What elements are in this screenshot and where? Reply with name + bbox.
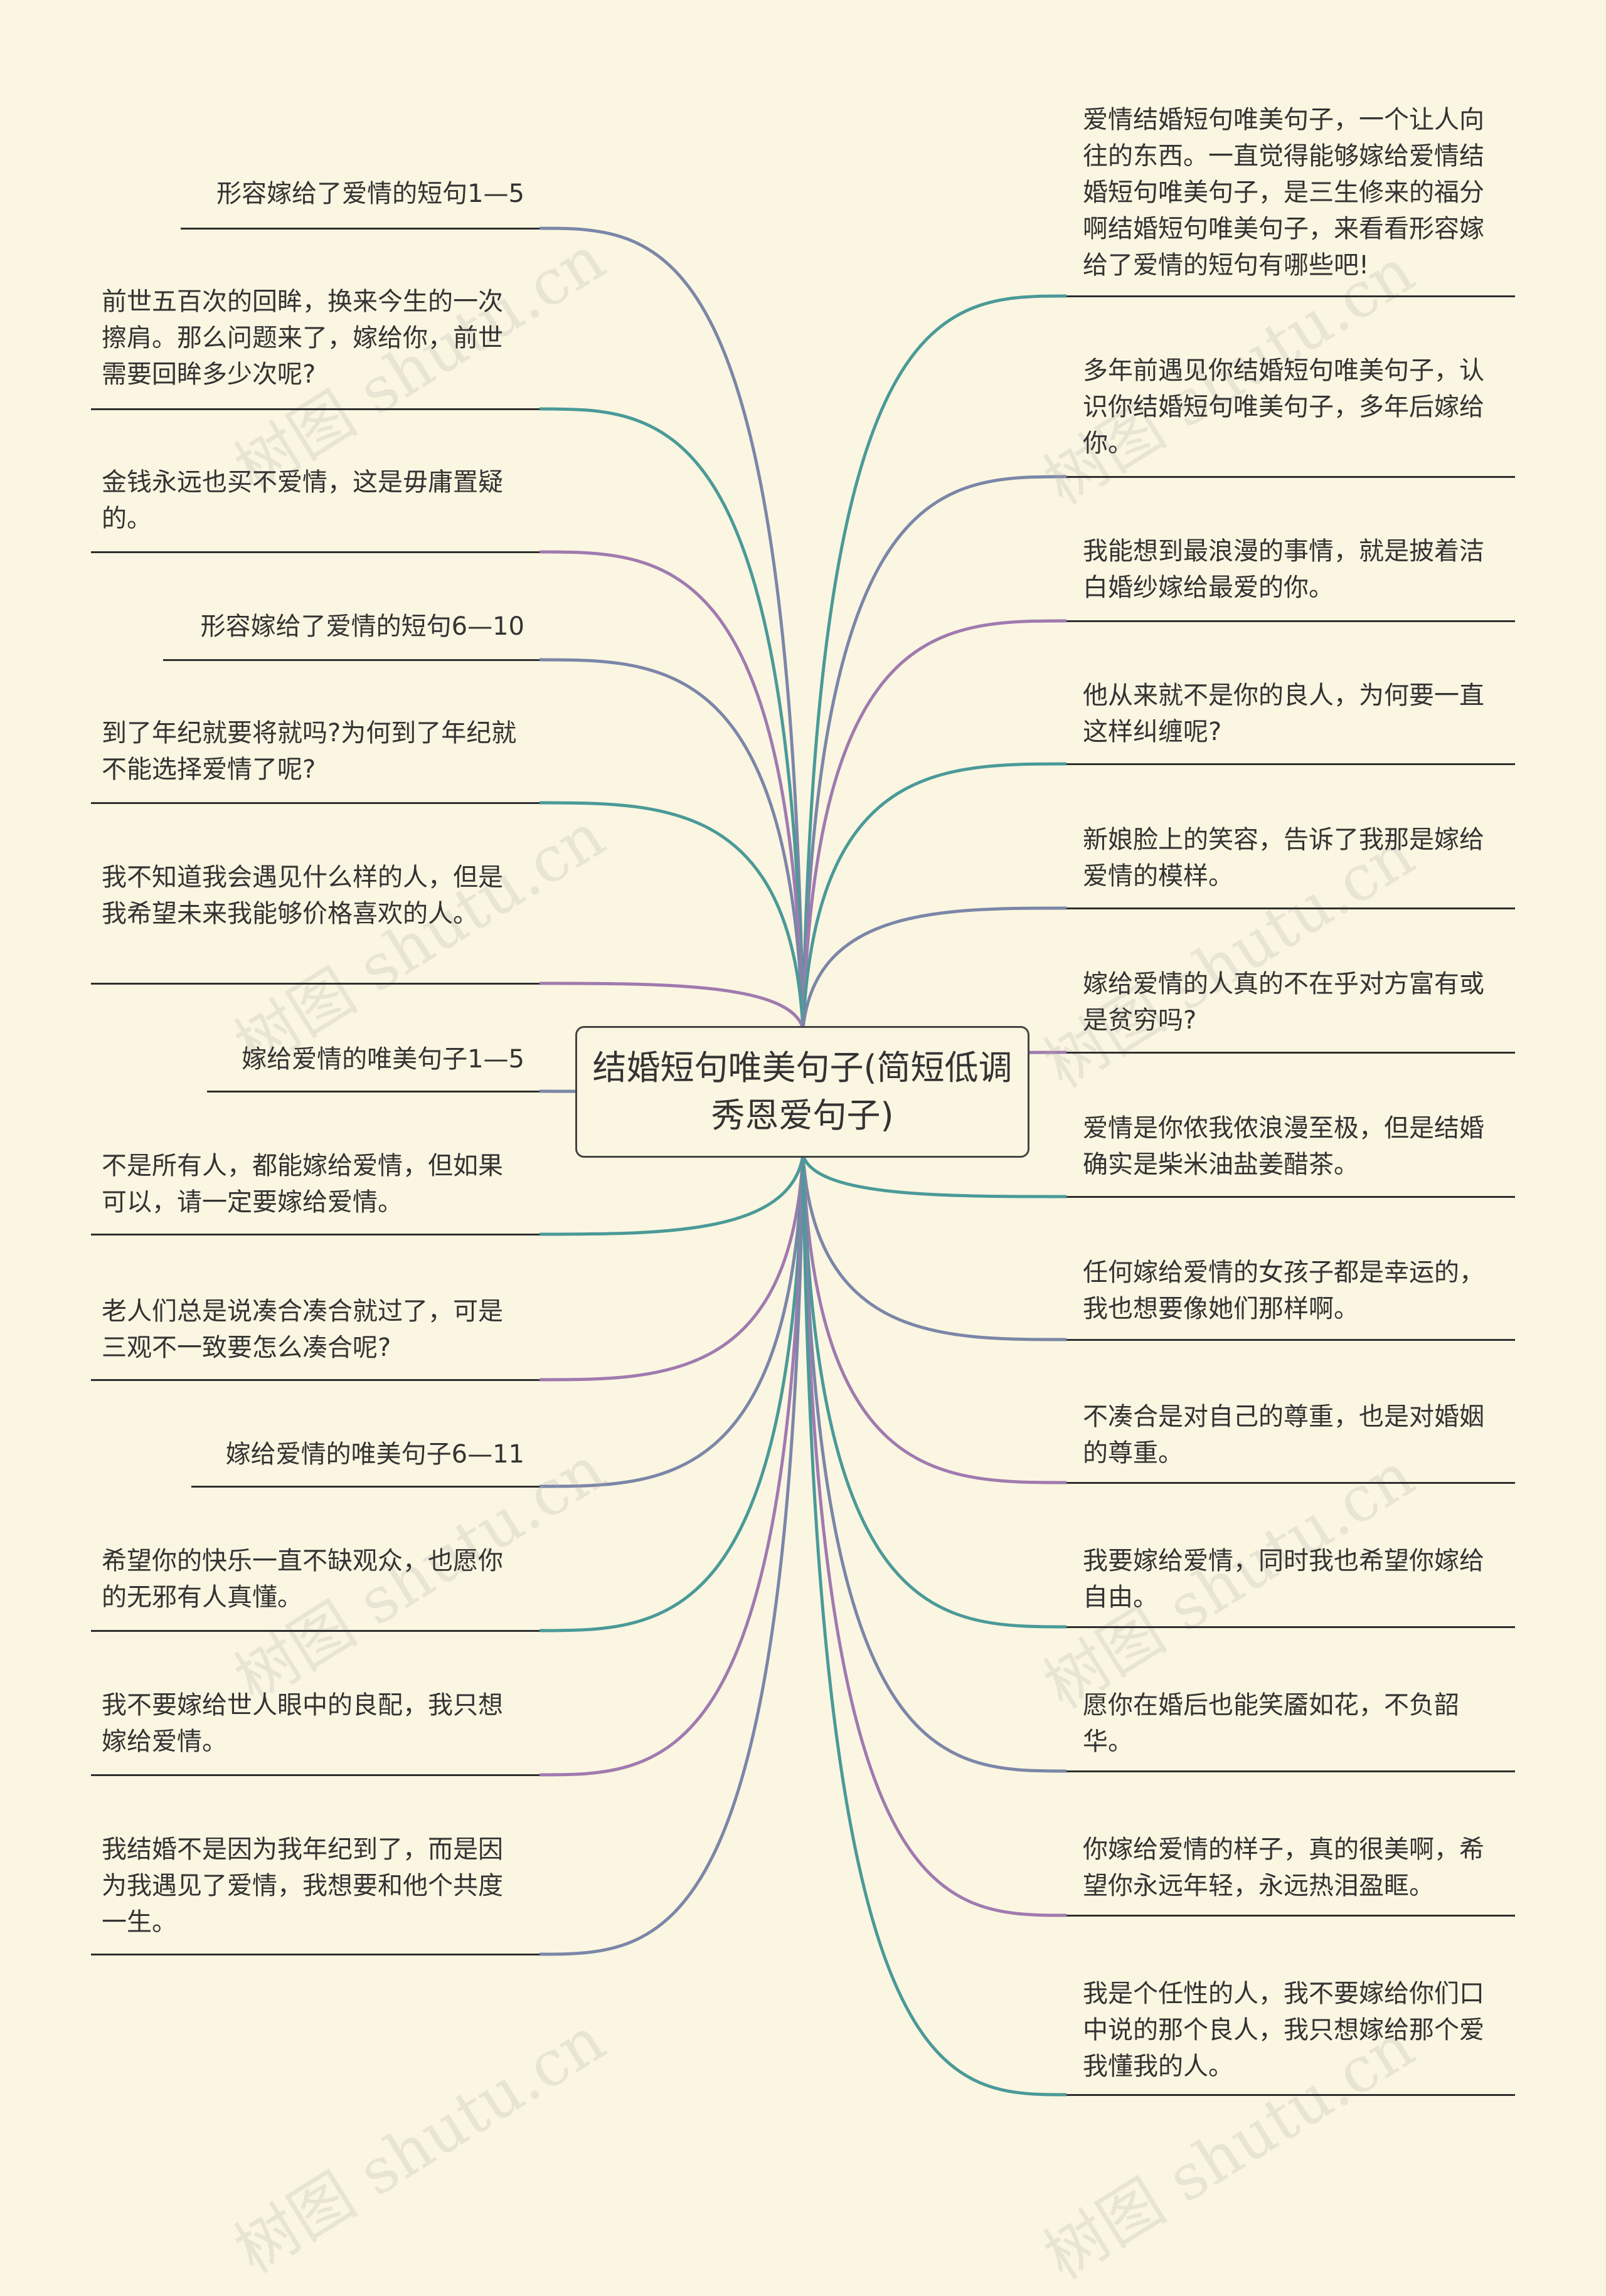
right-branch-underline: [1066, 1339, 1515, 1341]
left-branch-node-text[interactable]: 前世五百次的回眸，换来今生的一次擦肩。那么问题来了，嫁给你，前世需要回眸多少次呢…: [102, 287, 503, 389]
left-connector-line: [539, 550, 805, 1029]
left-branch-node-text[interactable]: 我不要嫁给世人眼中的良配，我只想嫁给爱情。: [102, 1691, 503, 1756]
left-connector-line: [539, 981, 805, 1029]
right-branch-node-text[interactable]: 爱情结婚短句唯美句子，一个让人向往的东西。一直觉得能够嫁给爱情结婚短句唯美句子，…: [1083, 105, 1484, 280]
left-connector-line: [539, 407, 805, 1029]
left-connector-line: [539, 1155, 805, 1632]
right-branch-node-text[interactable]: 我是个任性的人，我不要嫁给你们口中说的那个良人，我只想嫁给那个爱我懂我的人。: [1083, 1979, 1484, 2081]
left-connector-line: [539, 1155, 805, 1777]
right-connector-line: [801, 1155, 1067, 1341]
right-branch-underline: [1066, 2094, 1515, 2096]
left-branch-underline: [91, 1630, 540, 1632]
right-connector-line: [801, 1155, 1067, 1484]
right-connector-line: [801, 1155, 1067, 2097]
left-branch-node-text[interactable]: 嫁给爱情的唯美句子6—11: [225, 1440, 524, 1469]
right-connector-line: [801, 1155, 1067, 1773]
left-connector-line: [539, 1155, 805, 1382]
left-branch-underline: [91, 551, 540, 553]
left-branch-node-text[interactable]: 形容嫁给了爱情的短句1—5: [216, 179, 524, 208]
left-branch-node-text[interactable]: 希望你的快乐一直不缺观众，也愿你的无邪有人真懂。: [102, 1547, 503, 1612]
right-branch-node-text[interactable]: 多年前遇见你结婚短句唯美句子，认识你结婚短句唯美句子，多年后嫁给你。: [1083, 356, 1484, 458]
left-branch-underline: [91, 1379, 540, 1381]
right-branch-underline: [1066, 1915, 1515, 1917]
left-branch-node-text[interactable]: 不是所有人，都能嫁给爱情，但如果可以，请一定要嫁给爱情。: [102, 1151, 503, 1217]
right-connector-line: [801, 762, 1067, 1029]
right-branch-node-text[interactable]: 爱情是你侬我侬浪漫至极，但是结婚确实是柴米油盐姜醋茶。: [1083, 1114, 1484, 1179]
left-branch-underline: [91, 1954, 540, 1955]
left-branch-underline: [91, 1234, 540, 1235]
left-connector-line: [539, 801, 805, 1029]
left-branch-underline: [163, 659, 540, 661]
right-connector-line: [801, 906, 1067, 1029]
right-branch-underline: [1066, 763, 1515, 765]
right-connector-line: [801, 619, 1067, 1029]
left-branch-node-text[interactable]: 到了年纪就要将就吗?为何到了年纪就不能选择爱情了呢?: [102, 719, 517, 784]
left-branch-underline: [91, 1774, 540, 1776]
left-branch-underline: [91, 983, 540, 985]
right-branch-underline: [1066, 295, 1515, 297]
right-branch-node-text[interactable]: 他从来就不是你的良人，为何要一直这样纠缠呢?: [1083, 681, 1484, 746]
right-connector-line: [801, 1155, 1067, 1629]
right-branch-node-text[interactable]: 不凑合是对自己的尊重，也是对婚姻的尊重。: [1083, 1402, 1484, 1468]
right-branch-underline: [1066, 1196, 1515, 1198]
left-connector-line: [539, 658, 805, 1029]
right-branch-underline: [1066, 620, 1515, 622]
right-branch-underline: [1066, 1482, 1515, 1484]
left-branch-underline: [91, 408, 540, 410]
left-branch-node-text[interactable]: 我结婚不是因为我年纪到了，而是因为我遇见了爱情，我想要和他个共度一生。: [102, 1835, 503, 1937]
right-branch-underline: [1066, 1052, 1515, 1054]
right-branch-underline: [1066, 1626, 1515, 1628]
central-topic-node[interactable]: 结婚短句唯美句子(简短低调秀恩爱句子): [575, 1026, 1029, 1158]
left-branch-node-text[interactable]: 嫁给爱情的唯美句子1—5: [242, 1045, 524, 1074]
right-connector-line: [801, 294, 1067, 1029]
right-branch-node-text[interactable]: 新娘脸上的笑容，告诉了我那是嫁给爱情的模样。: [1083, 825, 1484, 891]
left-connector-line: [539, 226, 805, 1029]
right-branch-underline: [1066, 476, 1515, 478]
left-branch-underline: [91, 802, 540, 804]
left-branch-underline: [181, 228, 540, 230]
right-branch-node-text[interactable]: 嫁给爱情的人真的不在乎对方富有或是贫穷吗?: [1083, 970, 1484, 1035]
right-branch-underline: [1066, 1770, 1515, 1772]
connector-layer: [539, 226, 1067, 2097]
right-connector-line: [801, 1155, 1067, 1198]
right-connector-line: [801, 475, 1067, 1029]
left-branch-underline: [207, 1091, 540, 1092]
left-connector-line: [539, 1155, 805, 1236]
central-topic-text: 结婚短句唯美句子(简短低调秀恩爱句子): [592, 1048, 1013, 1135]
right-branch-node-text[interactable]: 任何嫁给爱情的女孩子都是幸运的，我也想要像她们那样啊。: [1083, 1258, 1484, 1323]
left-branch-node-text[interactable]: 我不知道我会遇见什么样的人，但是我希望未来我能够价格喜欢的人。: [102, 863, 503, 928]
right-branch-node-text[interactable]: 你嫁给爱情的样子，真的很美啊，希望你永远年轻，永远热泪盈眶。: [1083, 1835, 1484, 1900]
left-branch-node-text[interactable]: 金钱永远也买不爱情，这是毋庸置疑的。: [102, 468, 503, 533]
right-branch-node-text[interactable]: 愿你在婚后也能笑靥如花，不负韶华。: [1083, 1691, 1459, 1756]
left-connector-line: [539, 1155, 805, 1956]
right-branch-underline: [1066, 907, 1515, 909]
right-connector-line: [801, 1155, 1067, 1917]
left-branch-underline: [191, 1486, 540, 1488]
left-branch-node-text[interactable]: 老人们总是说凑合凑合就过了，可是三观不一致要怎么凑合呢?: [102, 1297, 503, 1362]
left-connector-line: [539, 1155, 805, 1488]
right-branch-node-text[interactable]: 我要嫁给爱情，同时我也希望你嫁给自由。: [1083, 1547, 1484, 1612]
left-branch-node-text[interactable]: 形容嫁给了爱情的短句6—10: [200, 612, 524, 641]
right-branch-node-text[interactable]: 我能想到最浪漫的事情，就是披着洁白婚纱嫁给最爱的你。: [1083, 537, 1484, 602]
